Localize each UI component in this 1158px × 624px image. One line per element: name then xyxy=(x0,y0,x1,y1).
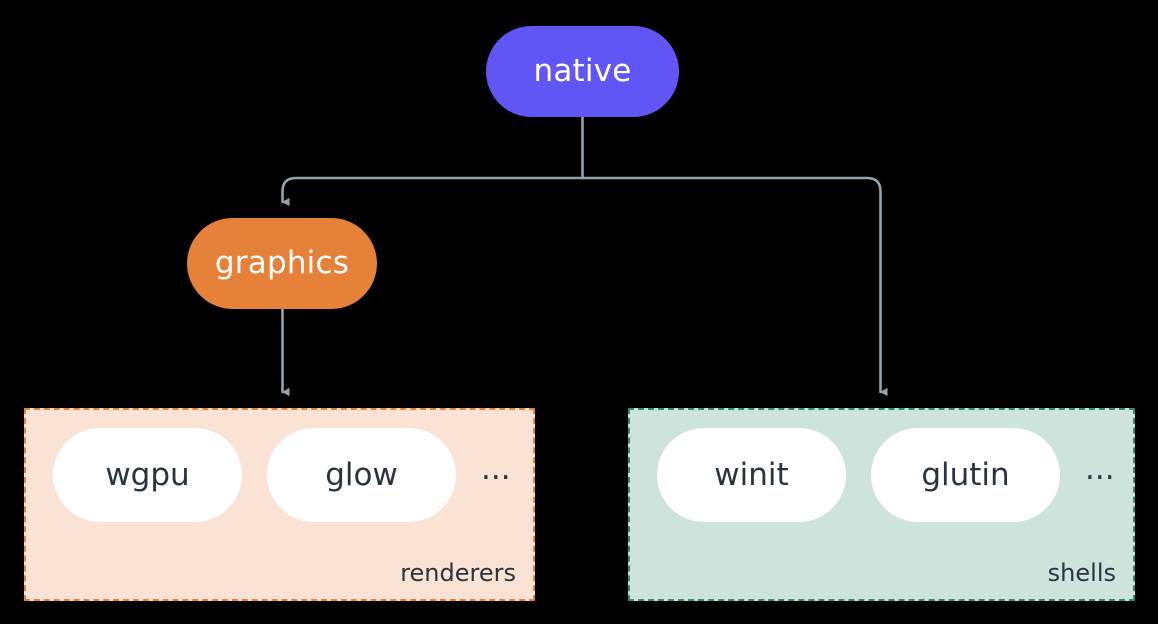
renderers-more-ellipsis: ... xyxy=(481,450,511,487)
shells-more-ellipsis: ... xyxy=(1085,450,1115,487)
edge-native-to-graphics xyxy=(281,176,584,207)
pill-winit-label: winit xyxy=(714,456,789,493)
cluster-shells: winit glutin ... shells xyxy=(628,408,1135,601)
pill-winit[interactable]: winit xyxy=(657,428,846,522)
cluster-renderers-items: wgpu glow ... xyxy=(26,428,533,522)
pill-glutin[interactable]: glutin xyxy=(871,428,1060,522)
cluster-renderers: wgpu glow ... renderers xyxy=(24,408,535,601)
pill-glutin-label: glutin xyxy=(921,456,1010,493)
pill-wgpu-label: wgpu xyxy=(105,456,190,493)
edge-native-to-shells xyxy=(581,176,888,397)
cluster-renderers-label: renderers xyxy=(400,559,516,587)
pill-wgpu[interactable]: wgpu xyxy=(53,428,242,522)
node-graphics[interactable]: graphics xyxy=(187,218,377,309)
node-native[interactable]: native xyxy=(486,26,679,117)
node-graphics-label: graphics xyxy=(214,245,350,281)
cluster-shells-label: shells xyxy=(1047,559,1116,587)
cluster-shells-items: winit glutin ... xyxy=(630,428,1133,522)
pill-glow[interactable]: glow xyxy=(267,428,456,522)
node-native-label: native xyxy=(533,53,632,89)
pill-glow-label: glow xyxy=(325,456,398,493)
